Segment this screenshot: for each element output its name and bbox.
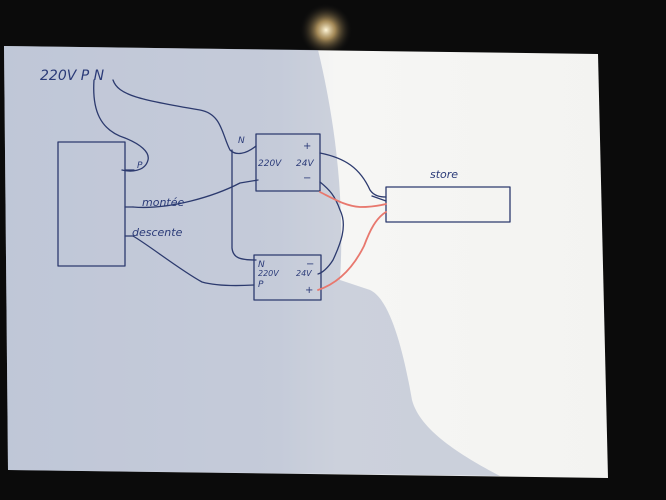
psu-bottom-minus-label: − [306, 259, 314, 270]
psu-top-minus-label: − [303, 173, 311, 184]
psu-bottom-box [253, 254, 322, 301]
supply-label: 220V P N [40, 68, 105, 84]
controller-box [57, 141, 126, 267]
psu-top-out-label: 24V [296, 159, 314, 169]
psu-bottom-plus-label: + [305, 285, 313, 296]
psu-top-box [255, 133, 321, 192]
wiring-drawing [57, 79, 511, 301]
controller-phase-label: P [137, 161, 143, 171]
psu-bottom-in-label: 220V [258, 269, 279, 278]
psu-bottom-p-label: P [258, 280, 264, 290]
lamp-reflection [300, 4, 352, 56]
store-label: store [430, 168, 458, 181]
controller-up-label: montée [142, 196, 184, 209]
phone-shadow [4, 46, 500, 476]
psu-bottom-out-label: 24V [296, 269, 312, 278]
paper-sheet [4, 46, 608, 478]
controller-down-label: descente [132, 226, 183, 239]
psu-bottom-n-label: N [258, 260, 265, 270]
psu-top-in-label: 220V [258, 159, 282, 169]
psu-top-n-label: N [238, 136, 245, 146]
psu-top-plus-label: + [303, 141, 311, 152]
